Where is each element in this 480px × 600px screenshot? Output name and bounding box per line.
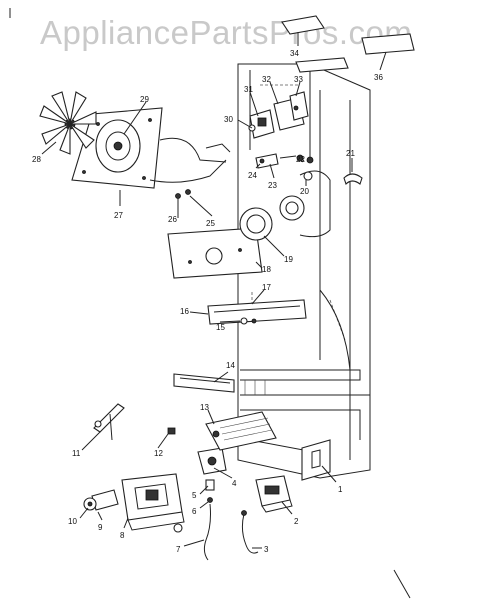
part-label-3: 3 xyxy=(264,545,269,554)
part-1-drawing xyxy=(301,439,331,481)
part-label-12: 12 xyxy=(154,449,163,458)
part-labels: 1 2 3 4 5 6 7 8 9 10 11 12 13 14 15 16 1… xyxy=(32,49,383,554)
part-4-drawing xyxy=(197,447,227,475)
part-label-8: 8 xyxy=(120,531,125,540)
part-label-1: 1 xyxy=(338,485,343,494)
leader-lines xyxy=(41,32,387,549)
part-label-7: 7 xyxy=(176,545,181,554)
part-label-33: 33 xyxy=(294,75,303,84)
part-14-drawing xyxy=(173,373,235,393)
part-label-16: 16 xyxy=(180,307,189,316)
part-8-drawing xyxy=(121,473,185,533)
part-label-27: 27 xyxy=(114,211,123,220)
part-label-34: 34 xyxy=(290,49,299,58)
part-label-18: 18 xyxy=(262,265,271,274)
part-28-fan-blade xyxy=(39,91,97,155)
part-11-drawing xyxy=(93,403,125,441)
part-label-4: 4 xyxy=(232,479,237,488)
part-label-24: 24 xyxy=(248,171,257,180)
part-12-drawing xyxy=(167,427,176,435)
part-5-6-7-drawing xyxy=(203,479,215,561)
part-label-11: 11 xyxy=(72,449,81,458)
part-21-drawing xyxy=(343,173,363,186)
part-19-drawing xyxy=(239,207,273,241)
part-label-31: 31 xyxy=(244,85,253,94)
part-20-24-drawing xyxy=(255,153,314,181)
part-label-36: 36 xyxy=(374,73,383,82)
part-label-26: 26 xyxy=(168,215,177,224)
part-27-blower-plate xyxy=(71,107,163,189)
part-label-5: 5 xyxy=(192,491,197,500)
part-label-23: 23 xyxy=(268,181,277,190)
part-label-10: 10 xyxy=(68,517,77,526)
part-label-9: 9 xyxy=(98,523,103,532)
part-13-drawing xyxy=(205,411,277,451)
part-label-14: 14 xyxy=(226,361,235,370)
part-label-6: 6 xyxy=(192,507,197,516)
part-label-20: 20 xyxy=(300,187,309,196)
part-label-25: 25 xyxy=(206,219,215,228)
part-2-drawing xyxy=(255,475,293,513)
part-label-17: 17 xyxy=(262,283,271,292)
part-34-36-drawing xyxy=(281,15,415,73)
part-15-16-17-drawing xyxy=(207,292,307,325)
part-label-15: 15 xyxy=(216,323,225,332)
part-label-13: 13 xyxy=(200,403,209,412)
part-18-drawing xyxy=(167,227,263,279)
part-label-19: 19 xyxy=(284,255,293,264)
part-9-10-drawing xyxy=(83,489,119,511)
part-25-26-tubing xyxy=(149,137,231,199)
part-label-2: 2 xyxy=(294,517,299,526)
part-label-30: 30 xyxy=(224,115,233,124)
part-label-29: 29 xyxy=(140,95,149,104)
watermark: AppliancePartsPros.com xyxy=(40,14,413,51)
corner-mark xyxy=(393,569,411,599)
part-label-22: 22 xyxy=(296,155,305,164)
part-30-33-drawing xyxy=(248,91,309,139)
part-label-21: 21 xyxy=(346,149,355,158)
part-label-32: 32 xyxy=(262,75,271,84)
part-label-28: 28 xyxy=(32,155,41,164)
part-3-drawing xyxy=(241,510,259,554)
